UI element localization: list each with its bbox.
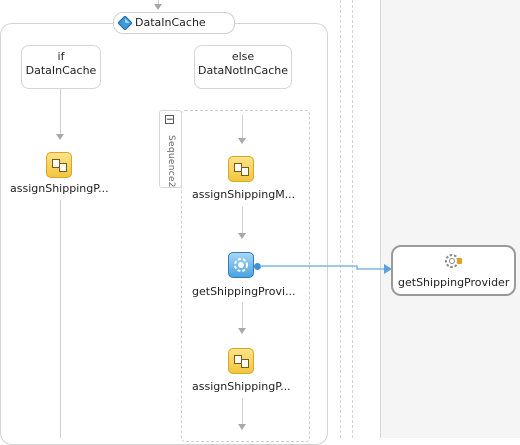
invoke-connector[interactable] <box>254 263 261 270</box>
flow-line <box>242 207 243 233</box>
flow-line <box>60 88 61 136</box>
branch-if-condition: DataInCache <box>25 64 97 77</box>
lane-divider <box>340 0 341 438</box>
flow-arrow-icon <box>56 134 64 140</box>
flow-arrow-icon <box>238 424 246 430</box>
flow-arrow-icon <box>238 138 246 144</box>
assign-icon[interactable] <box>228 348 254 374</box>
branch-if[interactable]: if DataInCache <box>21 45 101 89</box>
flow-arrow-icon <box>154 4 162 10</box>
sequence-tab[interactable]: − Sequence2 <box>159 110 182 188</box>
flow-line <box>242 302 243 330</box>
partner-link-label: getShippingProvider <box>398 276 510 289</box>
gear-icon <box>234 258 248 272</box>
activity-label[interactable]: assignShippingM... <box>192 188 296 201</box>
activity-label[interactable]: assignShippingP... <box>10 182 109 195</box>
assign-icon[interactable] <box>228 156 254 182</box>
flow-line <box>60 200 61 438</box>
activity-label[interactable]: assignShippingP... <box>192 380 291 393</box>
assign-icon[interactable] <box>46 152 72 178</box>
switch-header[interactable]: DataInCache <box>113 12 235 34</box>
flow-arrow-icon <box>238 233 246 239</box>
activity-label[interactable]: getShippingProvi... <box>192 285 296 298</box>
partner-link[interactable]: getShippingProvider <box>391 245 516 296</box>
collapse-icon[interactable]: − <box>165 115 174 125</box>
flow-line <box>158 0 159 6</box>
partner-links-lane <box>380 0 520 438</box>
switch-label: DataInCache <box>135 16 206 29</box>
switch-diamond-icon <box>118 16 132 30</box>
service-gear-icon <box>445 254 462 268</box>
sequence-label: Sequence2 <box>166 135 176 188</box>
flow-line <box>242 398 243 424</box>
branch-else-condition: DataNotInCache <box>198 64 288 77</box>
lane-divider <box>352 0 353 438</box>
branch-if-keyword: if <box>57 50 65 63</box>
flow-line <box>242 115 243 138</box>
branch-else-keyword: else <box>231 50 255 63</box>
branch-else[interactable]: else DataNotInCache <box>194 45 292 89</box>
flow-arrow-icon <box>238 328 246 334</box>
invoke-icon[interactable] <box>228 252 254 278</box>
